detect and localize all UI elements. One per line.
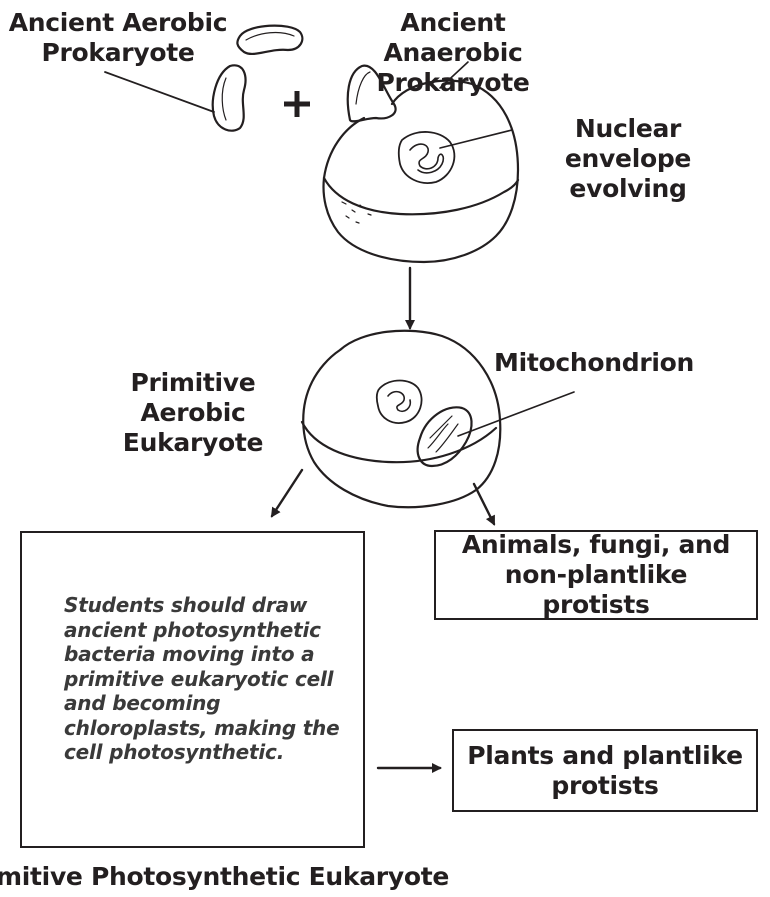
nuclear-envelope-label: Nuclear envelope evolving [508,114,748,204]
plus-sign [284,91,310,117]
arrow-to-animals-box [474,484,494,524]
photosynthetic-eukaryote-label: mitive Photosynthetic Eukaryote [0,862,449,892]
animals-fungi-box: Animals, fungi, and non-plantlike protis… [434,530,758,620]
aerobic-pointer-line [105,72,214,112]
plants-box: Plants and plantlike protists [452,729,758,812]
nuclear-envelope-pointer-line [440,130,512,148]
anaerobic-prokaryote-label: Ancient Anaerobic Prokaryote [328,8,578,98]
primitive-aerobic-eukaryote-label: Primitive Aerobic Eukaryote [76,368,310,458]
arrow-to-photosynthetic-box [272,470,302,516]
aerobic-prokaryote-label: Ancient Aerobic Prokaryote [8,8,228,68]
primitive-aerobic-eukaryote-cell [302,331,500,507]
instruction-text: Students should draw ancient photosynthe… [64,593,354,765]
mitochondrion-label: Mitochondrion [494,348,694,378]
mitochondrion-pointer-line [458,392,574,436]
